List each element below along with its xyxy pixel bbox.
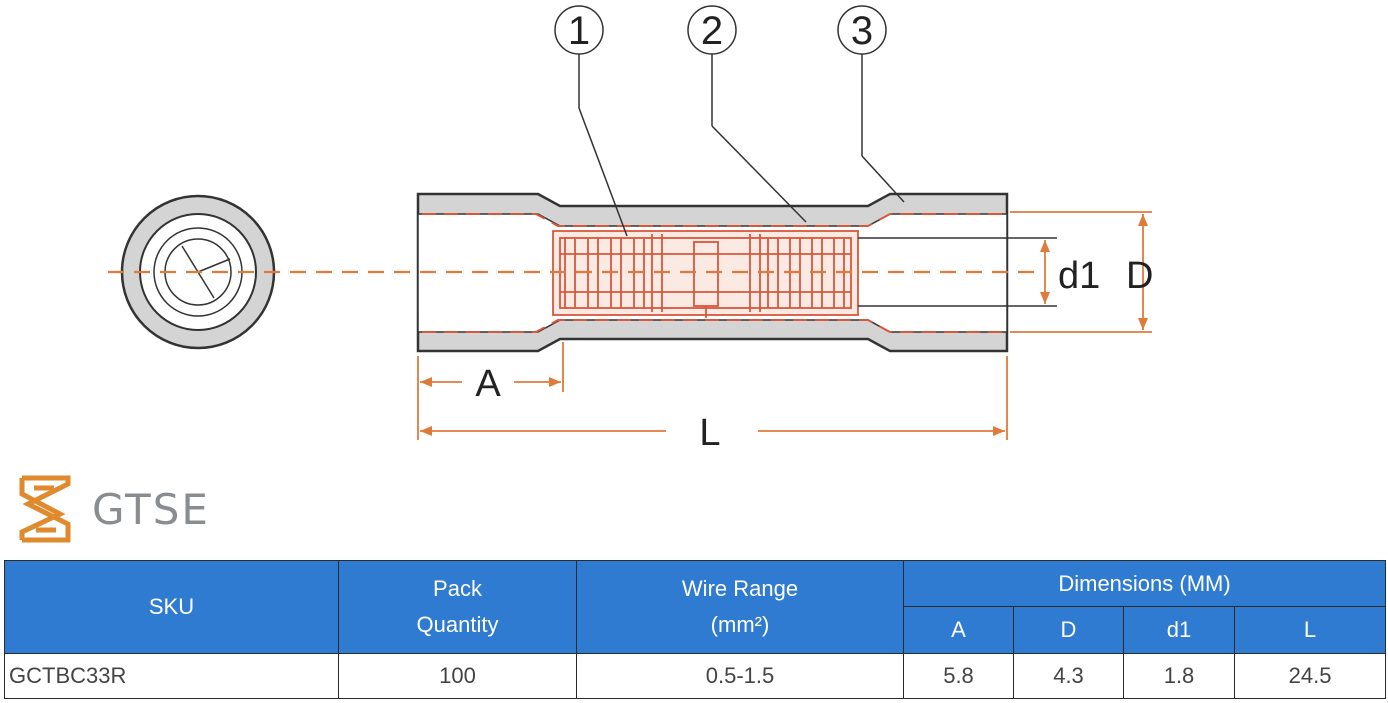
header-wire-range: Wire Range(mm²) (576, 560, 904, 654)
header-dim-l: L (1233, 606, 1387, 654)
header-sku: SKU (4, 560, 339, 654)
cell-wire-range: 0.5-1.5 (576, 653, 904, 699)
dim-label-d1: d1 (1058, 255, 1100, 297)
gtse-logo-icon (19, 475, 71, 543)
dim-label-A: A (475, 363, 501, 405)
callout-leaders (578, 54, 905, 237)
header-dim-a: A (903, 606, 1014, 654)
dim-label-D: D (1126, 255, 1153, 297)
cell-pack-quantity: 100 (338, 653, 577, 699)
header-dimensions: Dimensions (MM) (902, 560, 1387, 607)
dim-label-L: L (699, 412, 720, 454)
cell-dim-d: 4.3 (1013, 653, 1124, 699)
header-dim-d1: d1 (1123, 606, 1235, 654)
metal-barrel (552, 230, 859, 318)
callout-1: 1 (554, 5, 604, 55)
svg-text:2: 2 (701, 9, 723, 53)
butt-connector-diagram: 1 2 3 d1 D A L (108, 5, 1153, 454)
callout-2: 2 (687, 5, 737, 55)
dimension-lines (417, 211, 1152, 440)
svg-text:1: 1 (568, 9, 590, 53)
brand-name: GTSE (92, 484, 210, 534)
cell-dim-d1: 1.8 (1123, 653, 1235, 699)
cell-sku: GCTBC33R (4, 653, 339, 699)
cell-dim-l: 24.5 (1233, 653, 1387, 699)
header-dim-d: D (1013, 606, 1124, 654)
svg-text:3: 3 (851, 9, 873, 53)
brand: GTSE (10, 470, 210, 548)
table-row: GCTBC33R 100 0.5-1.5 5.8 4.3 1.8 24.5 (4, 653, 1387, 699)
callout-3: 3 (837, 5, 887, 55)
cell-dim-a: 5.8 (903, 653, 1014, 699)
